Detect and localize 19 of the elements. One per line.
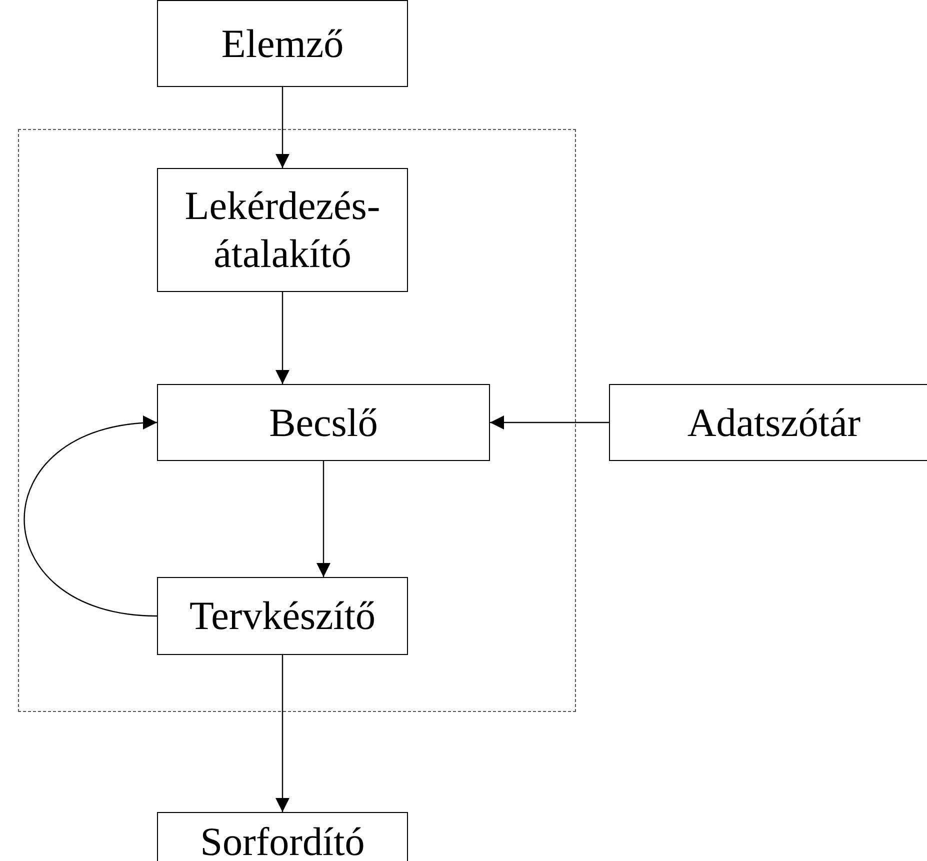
process-box [157, 168, 408, 292]
process-box [157, 812, 408, 861]
box-label: Becslő [268, 398, 379, 446]
box-label: Tervkészítő [188, 592, 376, 640]
arrow [276, 87, 290, 168]
box-label: Lekérdezés-átalakító [184, 182, 382, 278]
arrow [276, 292, 290, 384]
dashed-group-box [18, 129, 576, 712]
process-box [157, 577, 408, 655]
process-box [157, 384, 490, 461]
arrow [490, 416, 609, 430]
process-box [609, 384, 927, 461]
box-label: Elemző [220, 20, 345, 68]
box-label: Sorfordító [199, 818, 366, 861]
arrow [316, 461, 330, 577]
box-label: Adatszótár [686, 398, 862, 446]
arrow [24, 416, 158, 617]
process-box [157, 0, 408, 87]
arrow [276, 655, 290, 812]
